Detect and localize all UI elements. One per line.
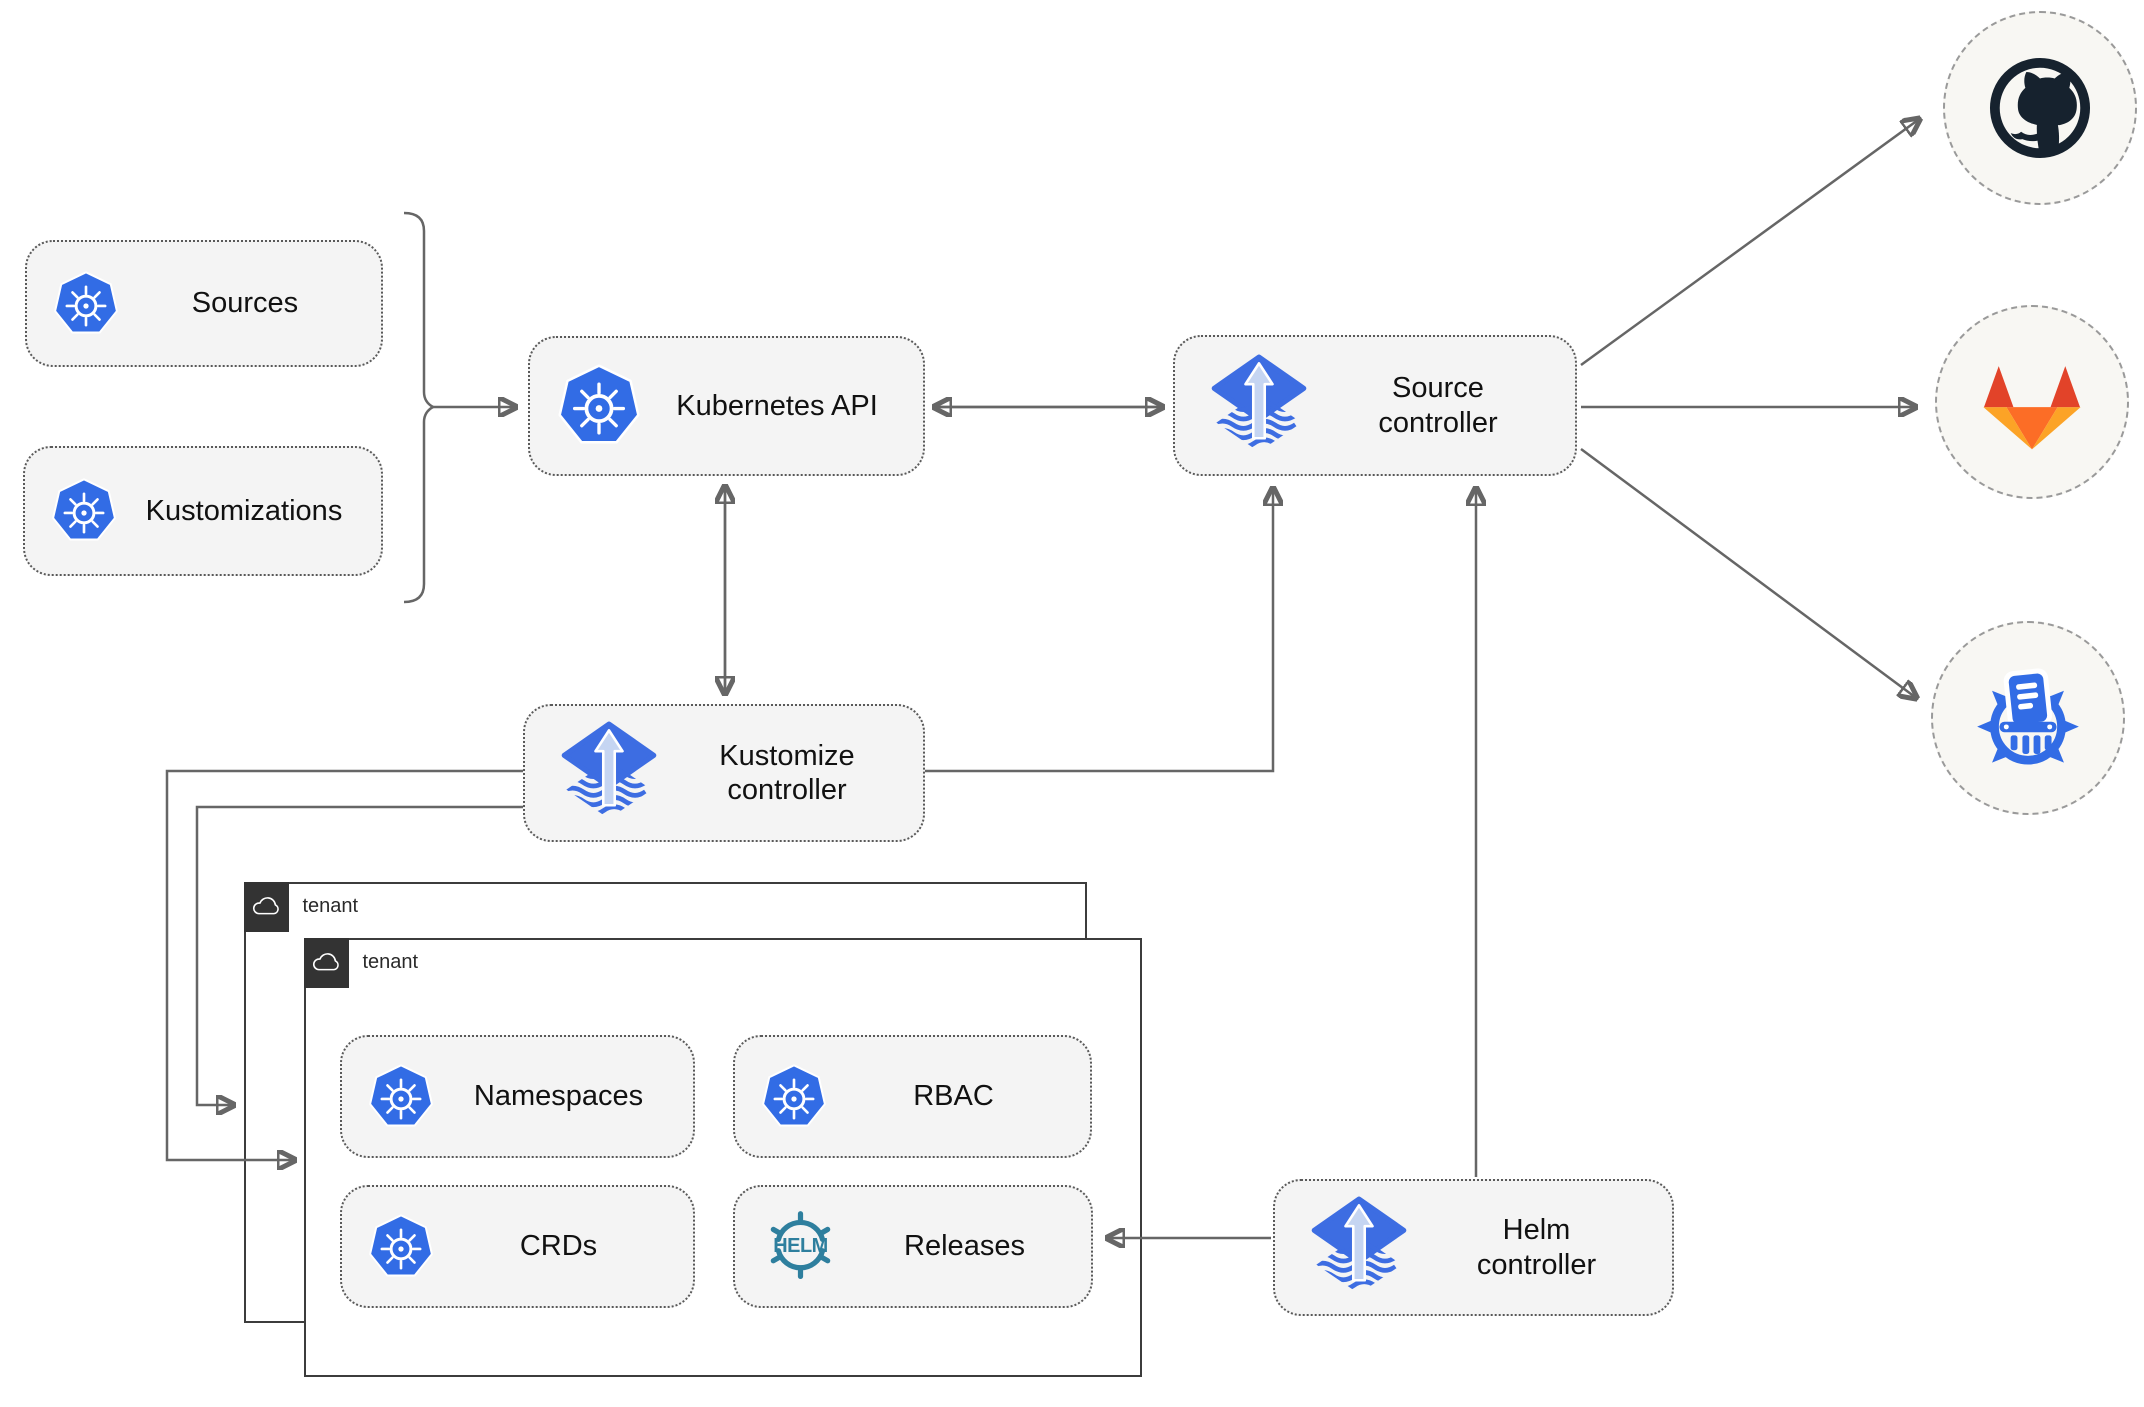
crds-node: CRDs [340,1185,695,1308]
github-endpoint [1943,11,2137,205]
sources-label: Sources [191,287,299,320]
cloud-tab [303,937,349,988]
edge-kustomize-to-source-controller [925,490,1273,773]
tenant-label: tenant [362,951,419,973]
releases-node: HELM Releases [733,1185,1093,1308]
kubernetes-icon [51,472,117,550]
kubernetes-api-label: Kubernetes API [676,389,878,422]
github-icon [1989,57,2091,159]
tenant-label: tenant [302,895,359,917]
rbac-node: RBAC [733,1035,1092,1158]
kubernetes-api-node: Kubernetes API [528,336,925,476]
flux-icon [1307,1194,1411,1302]
kustomizations-node: Kustomizations [23,446,383,576]
namespaces-node: Namespaces [340,1035,695,1158]
kubernetes-icon [557,358,641,454]
source-controller-node: Source controller [1173,335,1577,476]
edge-kustomize-to-tenant-front [165,769,523,1160]
helm-controller-node: Helm controller [1273,1179,1674,1316]
flux-icon [557,719,661,827]
manifests-endpoint [1931,621,2125,815]
gitlab-icon [1983,366,2081,450]
edge-source-to-github [1580,120,1918,367]
edge-kustomize-to-tenant-back [195,805,523,1105]
namespaces-label: Namespaces [473,1080,644,1113]
sources-node: Sources [25,240,383,367]
cloud-tab [243,881,289,932]
kubernetes-manifests-icon [1977,668,2079,765]
helm-controller-label: Helm controller [1476,1214,1597,1281]
kustomize-controller-node: Kustomize controller [523,704,925,842]
kubernetes-icon [368,1058,434,1136]
edge-source-to-manifests [1580,447,1915,697]
flux-icon [1207,352,1311,460]
sources-bracket [403,211,436,604]
kubernetes-icon [761,1058,827,1136]
gitlab-endpoint [1935,305,2129,499]
crds-label: CRDs [519,1230,598,1263]
helm-logo-text: HELM [773,1235,828,1257]
kubernetes-icon [368,1208,434,1286]
helm-icon: HELM [753,1205,848,1289]
releases-label: Releases [904,1230,1025,1263]
source-controller-label: Source controller [1378,372,1498,439]
kubernetes-icon [53,265,119,343]
kustomize-controller-label: Kustomize controller [719,739,855,806]
kustomizations-label: Kustomizations [145,494,343,527]
rbac-label: RBAC [913,1080,994,1113]
